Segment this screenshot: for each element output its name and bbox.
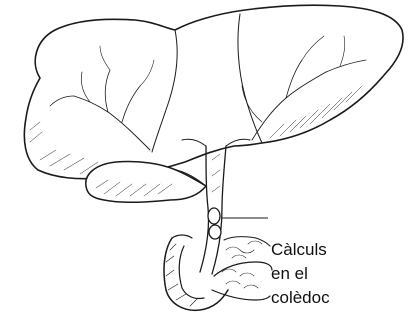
- gallstones-icon: [208, 208, 221, 239]
- gallbladder-icon: [86, 161, 206, 202]
- callout-label-line-2: en el: [271, 262, 308, 285]
- callout-label-line-3: colèdoc: [271, 286, 330, 309]
- pancreas-icon: [212, 237, 272, 300]
- liver-icon: [24, 5, 403, 179]
- callout-label-line-1: Càlculs: [271, 238, 327, 261]
